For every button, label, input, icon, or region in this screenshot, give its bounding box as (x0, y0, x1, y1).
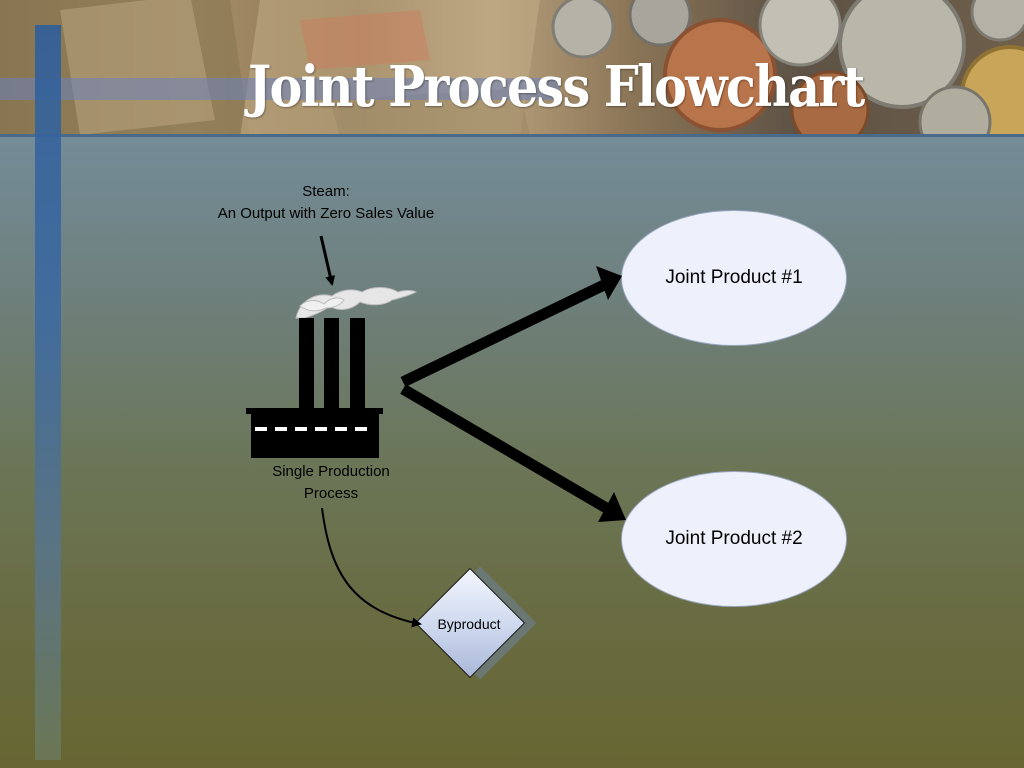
arrow-to-joint-product-1 (400, 280, 607, 387)
arrowhead-joint-product-1 (596, 266, 622, 300)
title-band (0, 78, 560, 100)
arrowhead-joint-product-2 (598, 492, 626, 522)
steam-label: Steam: An Output with Zero Sales Value (196, 181, 456, 225)
coin-decoration (551, 0, 1024, 137)
process-label-line1: Single Production (272, 463, 390, 480)
steam-label-line1: Steam: (302, 183, 350, 200)
joint-product-arrows (400, 266, 626, 522)
banner-decoration (0, 0, 1024, 137)
slide-title: Joint Process Flowchart (248, 54, 865, 120)
banknote-decoration (0, 0, 540, 137)
currency-banner-image (0, 0, 1024, 137)
byproduct-label: Byproduct (437, 616, 501, 632)
process-label-line2: Process (303, 485, 359, 502)
joint-product-1-node: Joint Product #1 (621, 210, 847, 346)
joint-product-2-node: Joint Product #2 (621, 471, 847, 607)
factory-icon (246, 287, 418, 458)
arrow-to-joint-product-2 (400, 384, 611, 514)
joint-product-1-label: Joint Product #1 (665, 267, 803, 288)
steam-label-line2: An Output with Zero Sales Value (217, 205, 435, 222)
process-label: Single Production Process (251, 461, 411, 505)
left-accent-bar (35, 25, 61, 760)
steam-icon (295, 287, 418, 319)
steam-arrow (319, 235, 336, 286)
joint-product-2-label: Joint Product #2 (665, 528, 803, 549)
arrow-to-byproduct (321, 507, 422, 628)
